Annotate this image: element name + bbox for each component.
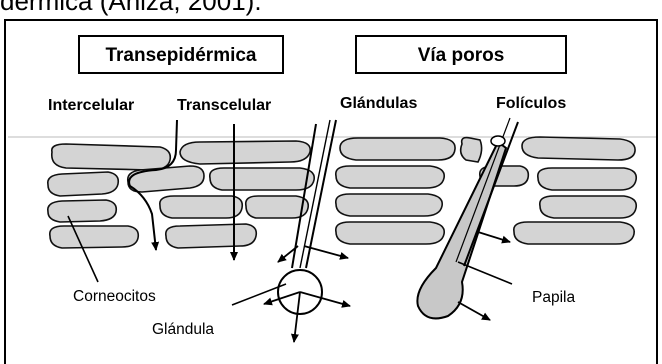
corneocyte-cell [180,141,310,164]
corneocyte-cell [50,226,139,248]
transepidermal-header: Transepidérmica [105,45,256,66]
pores-header: Vía poros [418,45,505,66]
corneocyte-cell [522,137,635,160]
corneocyte-cell [540,196,636,218]
corneocyte-cell [514,222,634,244]
corneocyte-cell [210,168,314,190]
corneocyte-cell [48,200,117,222]
corneocyte-cell [336,194,442,216]
glands-label: Glándulas [340,95,417,112]
corneocyte-cell [246,196,309,218]
papilla-leader-line [458,262,512,284]
corneocyte-layer [48,137,636,248]
corneocyte-cell [52,144,171,170]
corneocyte-cell [48,172,119,196]
corneocyte-cell [336,166,444,188]
papilla-label: Papila [532,289,575,306]
follicles-label: Folículos [496,95,566,112]
intercellular-label: Intercelular [48,97,134,114]
gland-label: Glándula [152,321,214,338]
corneocyte-cell [128,166,204,192]
corneocytes-label: Corneocitos [73,288,156,305]
corneocyte-cell [160,196,243,218]
corneocyte-cell [166,224,257,248]
transcellular-label: Transcelular [177,97,271,114]
corneocyte-cell [340,138,455,160]
corneocyte-cell [336,222,444,244]
corneocyte-cell [461,138,482,162]
corneocyte-cell [538,168,636,190]
